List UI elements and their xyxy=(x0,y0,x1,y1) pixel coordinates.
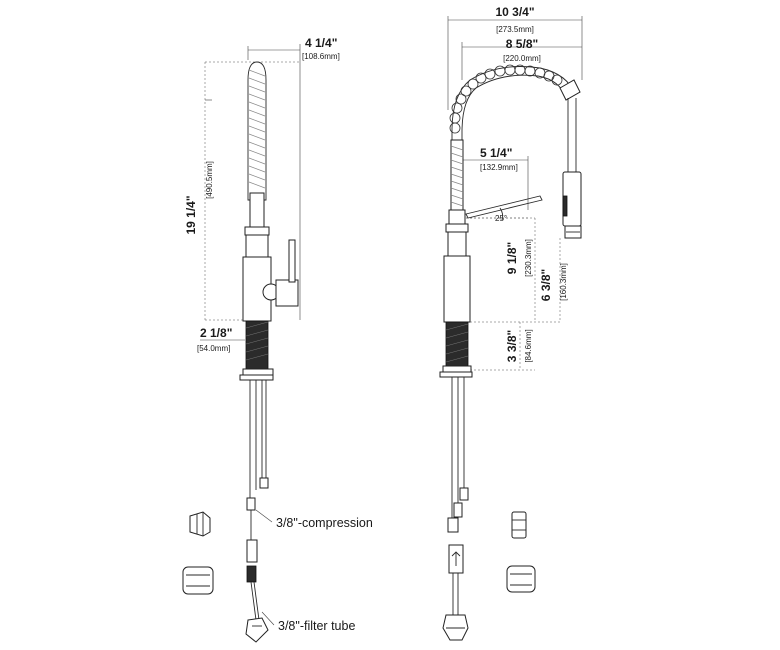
front-base-shank xyxy=(239,320,274,381)
front-faucet-body xyxy=(242,234,299,322)
side-column-coil xyxy=(450,139,464,211)
front-supply-hoses xyxy=(245,380,269,643)
side-spout-height-value: 9 1/8" xyxy=(505,242,519,274)
side-spout-reach-value: 8 5/8" xyxy=(506,37,538,51)
front-width-metric: [108.6mm] xyxy=(302,52,340,61)
side-overall-width-value: 10 3/4" xyxy=(495,5,534,19)
side-base-height-value: 3 3/8" xyxy=(505,330,519,362)
side-loose-parts xyxy=(506,511,536,593)
side-spring-arch xyxy=(449,64,581,210)
side-outlet-height-metric: [160.3mm] xyxy=(559,263,568,301)
handle-angle-label: 25° xyxy=(495,214,507,223)
side-supply-hoses xyxy=(442,377,469,641)
front-dimension-lines xyxy=(200,44,301,341)
front-callouts: 3/8"-compression 3/8"-filter tube xyxy=(255,509,373,633)
front-view: 4 1/4" [108.6mm] 19 1/4" [490.5mm] 2 1/8… xyxy=(182,36,373,643)
side-handle-reach-value: 5 1/4" xyxy=(480,146,512,160)
front-width-value: 4 1/4" xyxy=(305,36,337,50)
front-base-metric: [54.0mm] xyxy=(197,344,230,353)
side-overall-width-metric: [273.5mm] xyxy=(496,25,534,34)
side-spout-and-sprayer xyxy=(562,98,582,239)
filter-tube-callout: 3/8"-filter tube xyxy=(278,619,355,633)
front-base-value: 2 1/8" xyxy=(200,326,232,340)
front-height-metric: [490.5mm] xyxy=(205,161,214,199)
side-spout-reach-metric: [220.0mm] xyxy=(503,54,541,63)
side-base-shank xyxy=(439,321,473,378)
front-height-value: 19 1/4" xyxy=(184,195,198,234)
front-loose-parts xyxy=(182,511,214,595)
side-base-height-metric: [84.6mm] xyxy=(524,329,533,362)
side-faucet-body xyxy=(443,195,543,323)
side-handle-reach-metric: [132.9mm] xyxy=(480,163,518,172)
side-spout-height-metric: [230.3mm] xyxy=(524,239,533,277)
compression-callout: 3/8"-compression xyxy=(276,516,373,530)
front-spring-spout xyxy=(244,61,270,236)
side-view: 10 3/4" [273.5mm] 8 5/8" [220.0mm] 5 1/4… xyxy=(439,5,583,641)
side-outlet-height-value: 6 3/8" xyxy=(539,269,553,301)
